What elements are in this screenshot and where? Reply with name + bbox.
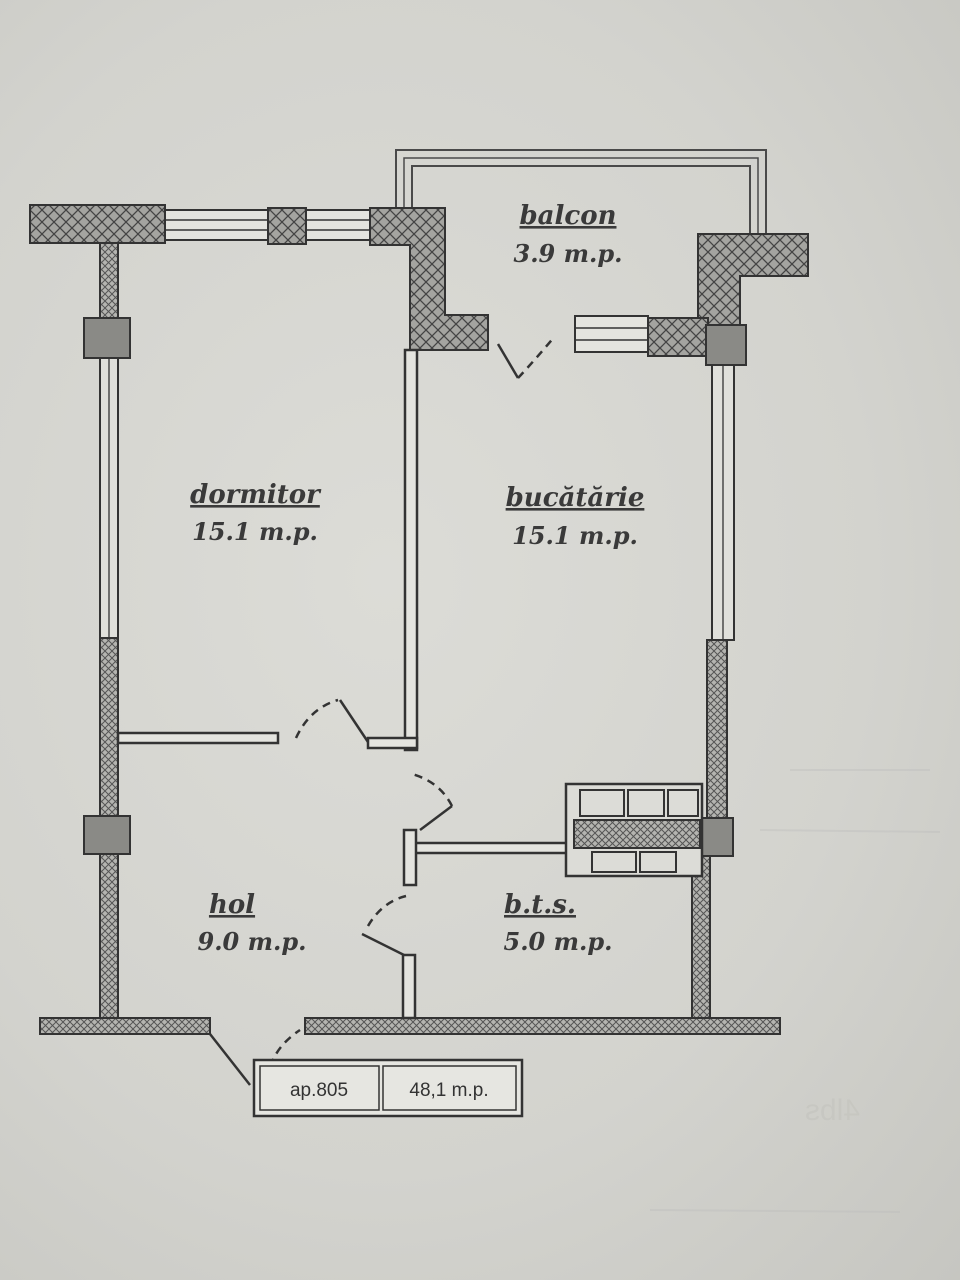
svg-text:4lbs: 4lbs	[805, 1094, 860, 1127]
apartment-stamp: ap.805 48,1 m.p.	[252, 1058, 524, 1118]
balcony-railing	[395, 149, 767, 234]
room-label-bucatarie: bucătărie 15.1 m.p.	[506, 483, 645, 550]
room-label-dormitor: dormitor 15.1 m.p.	[190, 480, 322, 546]
room-name-bucatarie: bucătărie	[506, 483, 645, 513]
ventilation-shaft	[564, 782, 704, 878]
apartment-total-area: 48,1 m.p.	[409, 1080, 488, 1101]
right-column	[647, 233, 809, 366]
central-column	[369, 207, 489, 351]
room-name-dormitor: dormitor	[190, 480, 322, 510]
right-wall	[691, 364, 735, 1022]
room-name-hol: hol	[209, 890, 255, 920]
left-wall	[83, 242, 131, 1021]
dormitor-door	[294, 698, 370, 743]
kitchen-door	[411, 772, 454, 831]
room-area-dormitor: 15.1 m.p.	[192, 517, 318, 546]
bleed-through-marks: 4lbs	[649, 769, 941, 1213]
room-area-balcon: 3.9 m.p.	[514, 239, 623, 268]
room-area-bts: 5.0 m.p.	[504, 927, 613, 956]
balcony-door	[496, 335, 556, 379]
room-label-hol: hol 9.0 m.p.	[198, 890, 307, 956]
bottom-wall	[39, 1017, 781, 1035]
room-label-balcon: balcon 3.9 m.p.	[514, 201, 623, 268]
room-label-bts: b.t.s. 5.0 m.p.	[504, 890, 613, 956]
room-name-balcon: balcon	[520, 201, 617, 231]
room-area-hol: 9.0 m.p.	[198, 927, 307, 956]
top-wall-left	[29, 204, 371, 245]
interior-partitions	[116, 348, 574, 1020]
balcony-window	[574, 315, 649, 353]
apartment-number: ap.805	[290, 1080, 348, 1101]
room-area-bucatarie: 15.1 m.p.	[512, 521, 638, 550]
room-name-bts: b.t.s.	[504, 890, 576, 920]
bathroom-door	[361, 894, 407, 957]
